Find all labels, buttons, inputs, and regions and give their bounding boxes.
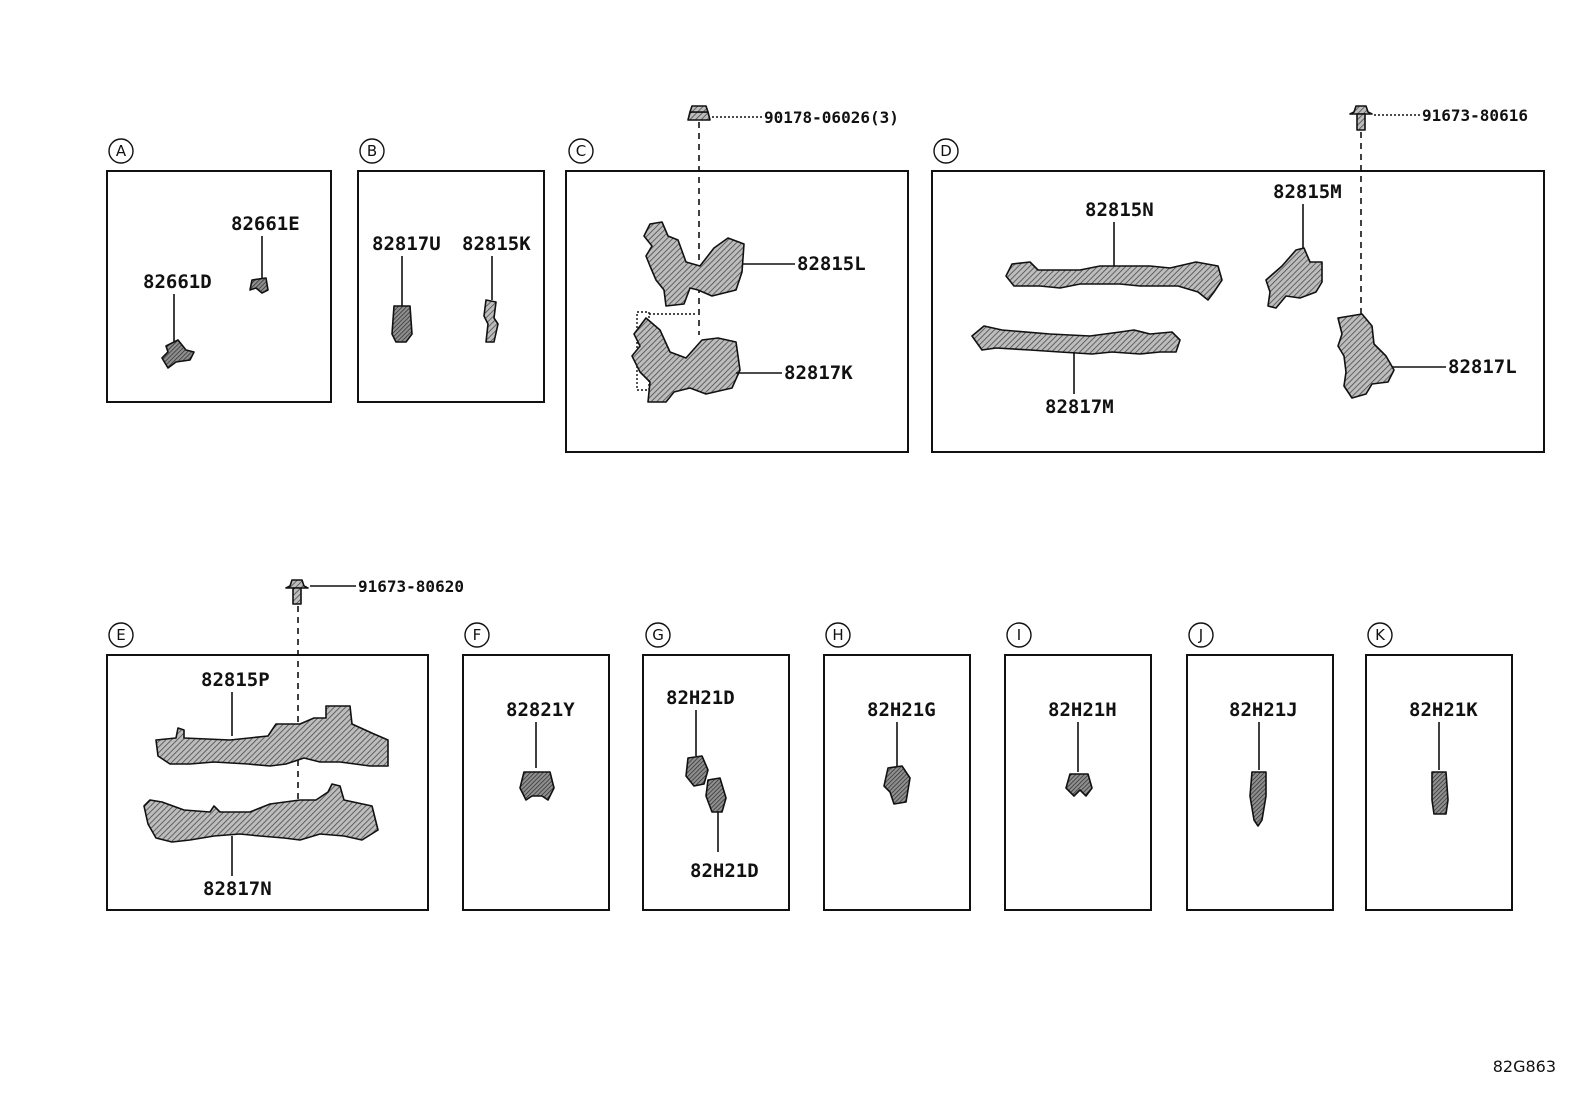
part-label: 82H21K <box>1409 699 1478 721</box>
panel-h-marker <box>825 622 851 648</box>
part-label: 82817U <box>372 233 441 255</box>
panel-c: C 90178-06026(3) 82815L 82817K <box>565 105 909 453</box>
panel-f-marker <box>464 622 490 648</box>
nut-part <box>687 111 711 121</box>
fastener-label: 91673-80620 <box>358 577 464 596</box>
panel-e-marker <box>108 622 134 648</box>
panel-e-letter: E <box>116 626 125 644</box>
bracket-part <box>1265 247 1323 309</box>
part-label: 82817K <box>784 362 853 384</box>
panel-k: K 82H21K <box>1365 622 1513 911</box>
panel-g: G 82H21D 82H21D <box>642 622 790 911</box>
part-label: 82817M <box>1045 396 1114 418</box>
part-label: 82821Y <box>506 699 575 721</box>
clip-part <box>1065 773 1093 797</box>
harness-bracket-part <box>971 325 1181 355</box>
panel-d: D 91673-80616 82815N 82815M 82817M 82817… <box>931 105 1545 453</box>
connector-part <box>391 305 413 343</box>
clip-part <box>161 339 195 369</box>
panel-h-box <box>823 654 971 911</box>
fastener-label: 90178-06026(3) <box>764 108 899 127</box>
clip-part <box>483 299 499 343</box>
bolt-head-part <box>285 579 309 589</box>
bolt-shank-part <box>292 587 302 605</box>
panel-a: A 82661E 82661D <box>106 138 332 403</box>
part-label: 82H21D <box>690 860 759 882</box>
clip-part <box>883 765 911 805</box>
diagram-code: 82G863 <box>1493 1057 1556 1076</box>
panel-c-box <box>565 170 909 453</box>
panel-e: E 91673-80620 82815P 82817N <box>106 577 464 911</box>
part-label: 82661E <box>231 213 300 235</box>
clip-part <box>1249 771 1267 827</box>
panel-d-letter: D <box>940 142 952 160</box>
panel-f-box <box>462 654 610 911</box>
nut-part <box>689 105 709 113</box>
harness-bracket-part <box>155 705 389 767</box>
panel-g-letter: G <box>652 626 664 644</box>
part-label: 82817L <box>1448 356 1517 378</box>
part-label: 82H21D <box>666 687 735 709</box>
panel-j: J 82H21J <box>1186 622 1334 911</box>
panel-f-letter: F <box>473 626 482 644</box>
panel-b: B 82817U 82815K <box>357 138 545 403</box>
part-label: 82815P <box>201 669 270 691</box>
panel-j-marker <box>1188 622 1214 648</box>
bolt-head-part <box>1349 105 1373 115</box>
panel-d-box <box>931 170 1545 453</box>
panel-c-letter: C <box>576 142 586 160</box>
panel-g-box <box>642 654 790 911</box>
bracket-part <box>631 317 741 403</box>
panel-i-letter: I <box>1017 626 1021 644</box>
clip-part <box>705 777 727 813</box>
panel-j-box <box>1186 654 1334 911</box>
panel-b-marker <box>359 138 385 164</box>
panel-d-marker <box>933 138 959 164</box>
bracket-part <box>1337 313 1395 399</box>
clip-part <box>1431 771 1449 815</box>
panel-k-marker <box>1367 622 1393 648</box>
panel-h: H 82H21G <box>823 622 971 911</box>
panel-k-box <box>1365 654 1513 911</box>
panel-i-box <box>1004 654 1152 911</box>
clip-part <box>685 755 709 787</box>
part-label: 82815M <box>1273 181 1342 203</box>
harness-bracket-part <box>1005 261 1223 301</box>
panel-k-letter: K <box>1375 626 1386 644</box>
panel-a-marker <box>108 138 134 164</box>
part-label: 82815L <box>797 253 866 275</box>
part-label: 82H21G <box>867 699 936 721</box>
panel-a-box <box>106 170 332 403</box>
bolt-shank-part <box>1356 113 1366 131</box>
panel-b-box <box>357 170 545 403</box>
part-label: 82H21J <box>1229 699 1298 721</box>
panel-b-letter: B <box>367 142 377 160</box>
clip-part <box>249 277 269 294</box>
harness-bracket-part <box>143 783 379 843</box>
part-label: 82817N <box>203 878 272 900</box>
clip-part <box>519 771 555 801</box>
panel-h-letter: H <box>832 626 843 644</box>
panel-i-marker <box>1006 622 1032 648</box>
fastener-label: 91673-80616 <box>1422 106 1528 125</box>
part-label: 82661D <box>143 271 212 293</box>
bracket-part <box>643 221 745 307</box>
panel-f: F 82821Y <box>462 622 610 911</box>
panel-i: I 82H21H <box>1004 622 1152 911</box>
panel-c-marker <box>568 138 594 164</box>
panel-e-box <box>106 654 429 911</box>
panel-g-marker <box>645 622 671 648</box>
part-label: 82H21H <box>1048 699 1117 721</box>
panel-a-letter: A <box>116 142 127 160</box>
part-label: 82815N <box>1085 199 1154 221</box>
panel-j-letter: J <box>1198 626 1203 644</box>
part-label: 82815K <box>462 233 531 255</box>
